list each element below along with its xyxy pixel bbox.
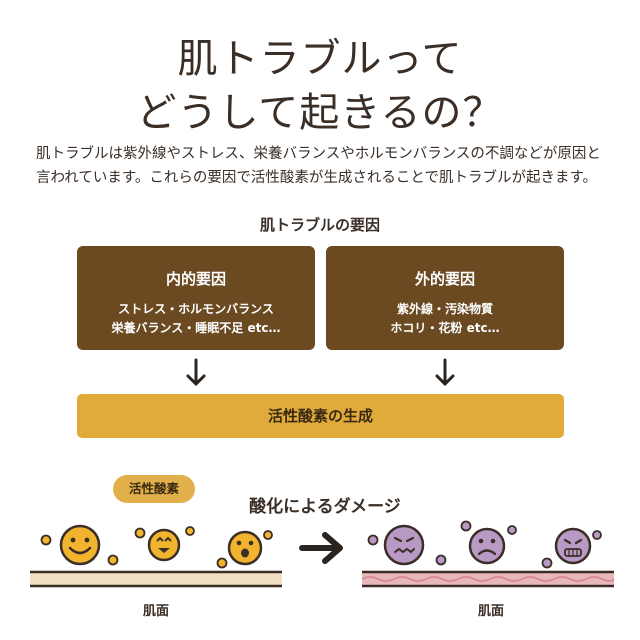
damaged-skin-surface [361, 570, 615, 588]
external-causes-box: 外的要因 紫外線・汚染物質 ホコリ・花粉 etc… [326, 246, 564, 350]
sad-face-icon [554, 527, 592, 565]
happy-face-icon [227, 530, 263, 566]
oxygen-particle [367, 520, 602, 569]
oxidation-illustration [30, 520, 615, 588]
description-line-1: 肌トラブルは紫外線やストレス、栄養バランスやホルモンバランスの不調などが原因と [36, 146, 601, 162]
oxidation-damage-title: 酸化によるダメージ [249, 497, 401, 517]
internal-causes-title: 内的要因 [165, 270, 226, 288]
internal-causes-line-1: ストレス・ホルモンバランス [118, 302, 274, 316]
internal-causes-line-2: 栄養バランス・睡眠不足 etc… [111, 321, 281, 335]
causes-heading: 肌トラブルの要因 [259, 216, 380, 234]
oxygen-particle [40, 526, 273, 569]
internal-causes-box: 内的要因 ストレス・ホルモンバランス 栄養バランス・睡眠不足 etc… [77, 246, 315, 350]
external-causes-line-1: 紫外線・汚染物質 [396, 302, 493, 316]
skin-surface-label: 肌面 [142, 604, 169, 619]
happy-face-icon [147, 528, 181, 562]
external-causes-line-2: ホコリ・花粉 etc… [390, 321, 500, 335]
down-arrow-icon [181, 356, 211, 390]
skin-surface-label: 肌面 [477, 604, 504, 619]
down-arrow-icon [430, 356, 460, 390]
sad-face-icon [383, 524, 425, 566]
sad-face-icon [468, 527, 506, 565]
description-line-2: 言われています。これらの要因で活性酸素が生成されることで肌トラブルが起きます。 [36, 170, 598, 186]
page-title-line-2: どうして起きるの？ [136, 90, 504, 136]
right-arrow-icon [299, 532, 343, 564]
page-title-line-1: 肌トラブルって [177, 36, 463, 82]
active-oxygen-generation-bar: 活性酸素の生成 [77, 394, 564, 438]
healthy-skin-surface [30, 570, 282, 588]
happy-face-icon [59, 524, 101, 566]
active-oxygen-tag: 活性酸素 [113, 475, 195, 503]
external-causes-title: 外的要因 [414, 270, 475, 288]
